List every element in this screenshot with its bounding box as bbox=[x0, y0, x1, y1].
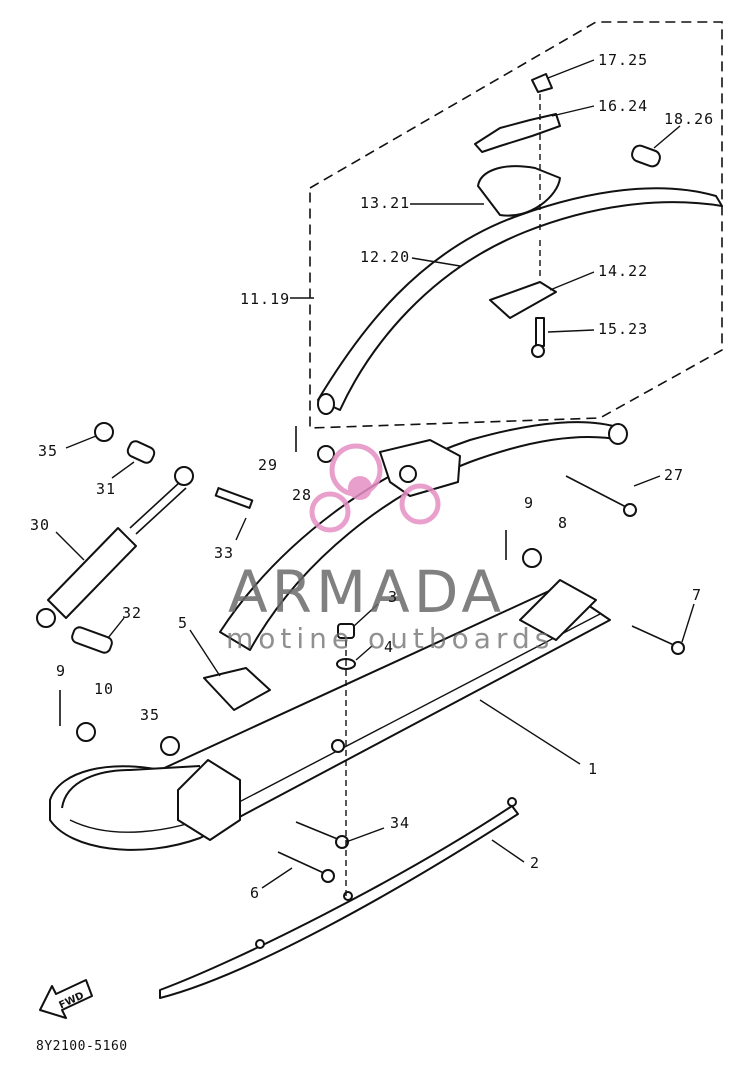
label-35-top: 35 bbox=[38, 442, 58, 460]
label-5: 5 bbox=[178, 614, 188, 632]
label-4: 4 bbox=[384, 638, 394, 656]
ski-runner bbox=[159, 797, 519, 999]
label-30: 30 bbox=[30, 516, 50, 534]
label-33: 33 bbox=[214, 544, 234, 562]
label-9-right: 9 bbox=[524, 494, 534, 512]
label-16-24: 16.24 bbox=[598, 97, 648, 115]
label-35-bottom: 35 bbox=[140, 706, 160, 724]
shock-absorber bbox=[36, 422, 254, 654]
label-7: 7 bbox=[692, 586, 702, 604]
watermark-tagline: motine outboards bbox=[226, 622, 554, 655]
leader-lines bbox=[55, 59, 695, 889]
label-11-19: 11.19 bbox=[240, 290, 290, 308]
label-15-23: 15.23 bbox=[598, 320, 648, 338]
label-13-21: 13.21 bbox=[360, 194, 410, 212]
hardware-parts bbox=[59, 426, 685, 900]
label-3: 3 bbox=[388, 588, 398, 606]
fwd-arrow: FWD bbox=[39, 979, 93, 1019]
label-8: 8 bbox=[558, 514, 568, 532]
leaf-spring-upper bbox=[317, 144, 723, 415]
part-labels: 17.25 16.24 18.26 13.21 12.20 14.22 11.1… bbox=[30, 51, 714, 902]
label-27: 27 bbox=[664, 466, 684, 484]
assembly-boundary bbox=[309, 21, 723, 429]
label-1: 1 bbox=[588, 760, 598, 778]
label-18-26: 18.26 bbox=[664, 110, 714, 128]
label-28: 28 bbox=[292, 486, 312, 504]
label-17-25: 17.25 bbox=[598, 51, 648, 69]
watermark-logo bbox=[309, 443, 441, 533]
label-2: 2 bbox=[530, 854, 540, 872]
label-12-20: 12.20 bbox=[360, 248, 410, 266]
label-9-left: 9 bbox=[56, 662, 66, 680]
watermark-brand: ARMADA bbox=[228, 558, 505, 626]
label-29: 29 bbox=[258, 456, 278, 474]
label-34: 34 bbox=[390, 814, 410, 832]
label-6: 6 bbox=[250, 884, 260, 902]
label-31: 31 bbox=[96, 480, 116, 498]
label-32: 32 bbox=[122, 604, 142, 622]
spring-clamp-parts bbox=[474, 73, 561, 358]
ski bbox=[49, 579, 611, 851]
label-14-22: 14.22 bbox=[598, 262, 648, 280]
drawing-code: 8Y2100-5160 bbox=[36, 1039, 128, 1054]
label-10: 10 bbox=[94, 680, 114, 698]
bushing-18 bbox=[631, 144, 661, 168]
